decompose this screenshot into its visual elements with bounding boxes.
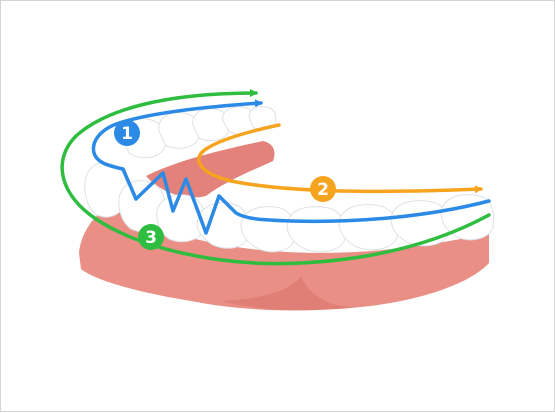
step-1-label: 1 [121,124,133,144]
step-1-badge: 1 [114,120,140,146]
step-2-badge: 2 [310,176,336,202]
inner-gum [146,141,275,197]
step-3-label: 3 [145,228,157,248]
step-2-label: 2 [317,180,329,200]
step-3-badge: 3 [138,224,164,250]
